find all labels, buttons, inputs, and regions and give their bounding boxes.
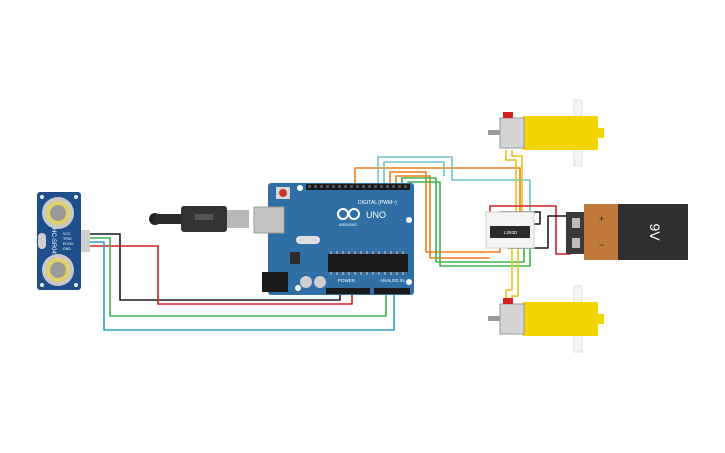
arduino-power-jack xyxy=(262,272,288,292)
arduino-digital-label: DIGITAL (PWM~) xyxy=(358,200,397,206)
wires xyxy=(90,150,571,331)
motor-top-can xyxy=(499,117,525,149)
wire-sensor-vcc[interactable] xyxy=(90,245,353,305)
wire-d-teal-2[interactable] xyxy=(383,161,445,186)
wire-sensor-gnd[interactable] xyxy=(90,233,341,301)
sensor-mounting-hole xyxy=(40,195,44,199)
sensor-model-label: HC-SR04 xyxy=(50,228,56,254)
motor-top-gearbox xyxy=(522,116,598,150)
sensor-transducer-bottom xyxy=(42,254,74,286)
sensor-crystal xyxy=(38,233,46,249)
arduino-mount-hole xyxy=(297,185,303,191)
wire-motor-top-a[interactable] xyxy=(505,150,517,216)
usb-cable-plug-detail xyxy=(195,214,213,220)
wire-d-green-1[interactable] xyxy=(401,177,525,263)
wire-sensor-trig[interactable] xyxy=(90,241,395,331)
arduino-digital-pins xyxy=(308,185,407,188)
motor-top[interactable] xyxy=(488,99,604,167)
battery[interactable]: + − 9V xyxy=(566,204,688,260)
battery-copper xyxy=(584,204,618,260)
battery-body xyxy=(618,204,688,260)
sensor-pin-echo: ECHO xyxy=(63,242,74,246)
battery-terminal-plus xyxy=(572,218,580,228)
sensor-transducer-top xyxy=(42,197,74,229)
motor-bottom-can xyxy=(499,303,525,335)
arduino-reset-button[interactable] xyxy=(279,189,287,197)
arduino-capacitor xyxy=(300,276,312,288)
motor-bottom-terminal xyxy=(503,298,513,304)
motor-top-axle xyxy=(488,130,500,135)
arduino-crystal xyxy=(296,236,320,244)
sensor-pin-trig: TRIG xyxy=(63,237,72,241)
wire-d-green-2[interactable] xyxy=(407,181,531,267)
wire-motor-top-b[interactable] xyxy=(511,150,523,230)
sensor-mounting-hole xyxy=(74,283,78,287)
wire-sensor-echo[interactable] xyxy=(90,237,387,317)
driver-label: L293D xyxy=(504,230,518,235)
arduino-mount-hole xyxy=(406,217,412,223)
battery-plus-sign: + xyxy=(599,214,604,224)
wire-motor-bot-b[interactable] xyxy=(511,244,519,305)
motor-bottom-axle xyxy=(488,316,500,321)
arduino-power-header xyxy=(326,288,370,294)
usb-cable-strain xyxy=(155,214,181,224)
battery-terminal-minus xyxy=(572,238,580,248)
usb-cable xyxy=(149,206,249,232)
sensor-pin-gnd: GND xyxy=(63,247,71,251)
motor-top-terminal xyxy=(503,112,513,118)
motor-bottom-gearbox-tip xyxy=(598,314,604,324)
arduino-analog-header xyxy=(374,288,410,294)
battery-minus-sign: − xyxy=(599,240,604,250)
sensor-mounting-hole xyxy=(40,283,44,287)
arduino-capacitor xyxy=(314,276,326,288)
arduino-sub: ARDUINO xyxy=(339,222,357,227)
usb-cable-connector xyxy=(227,210,249,228)
sensor-mounting-hole xyxy=(74,195,78,199)
arduino-chip-pins xyxy=(330,251,404,275)
wire-d-orange-3[interactable] xyxy=(395,175,490,259)
ultrasonic-sensor[interactable]: HC-SR04 VCC TRIG ECHO GND xyxy=(37,192,90,290)
arduino-regulator xyxy=(290,252,300,264)
sensor-header xyxy=(81,230,90,252)
arduino-chip xyxy=(328,254,408,272)
wire-motor-bot-a[interactable] xyxy=(505,244,513,305)
arduino-brand: UNO xyxy=(366,210,386,220)
motor-bottom[interactable] xyxy=(488,285,604,353)
arduino-power-label: POWER xyxy=(338,278,356,283)
battery-label: 9V xyxy=(647,223,663,241)
wire-d-orange-1[interactable] xyxy=(354,167,521,216)
arduino-analog-label: ANALOG IN xyxy=(380,278,405,283)
wire-d-teal-1[interactable] xyxy=(377,156,531,216)
arduino-logo-icon xyxy=(337,208,360,220)
sensor-pin-labels: VCC TRIG ECHO GND xyxy=(63,232,74,251)
arduino-mount-hole xyxy=(295,285,301,291)
arduino-mount-hole xyxy=(406,279,412,285)
arduino-uno[interactable]: DIGITAL (PWM~) UNO ARDUINO POWER ANALOG … xyxy=(253,183,414,295)
motor-bottom-gearbox xyxy=(522,302,598,336)
arduino-usb-port xyxy=(253,206,285,234)
motor-driver[interactable]: L293D xyxy=(485,211,535,249)
wire-d-orange-2[interactable] xyxy=(389,171,501,253)
sensor-pin-vcc: VCC xyxy=(63,232,71,236)
driver-chip xyxy=(490,226,530,238)
motor-top-gearbox-tip xyxy=(598,128,604,138)
